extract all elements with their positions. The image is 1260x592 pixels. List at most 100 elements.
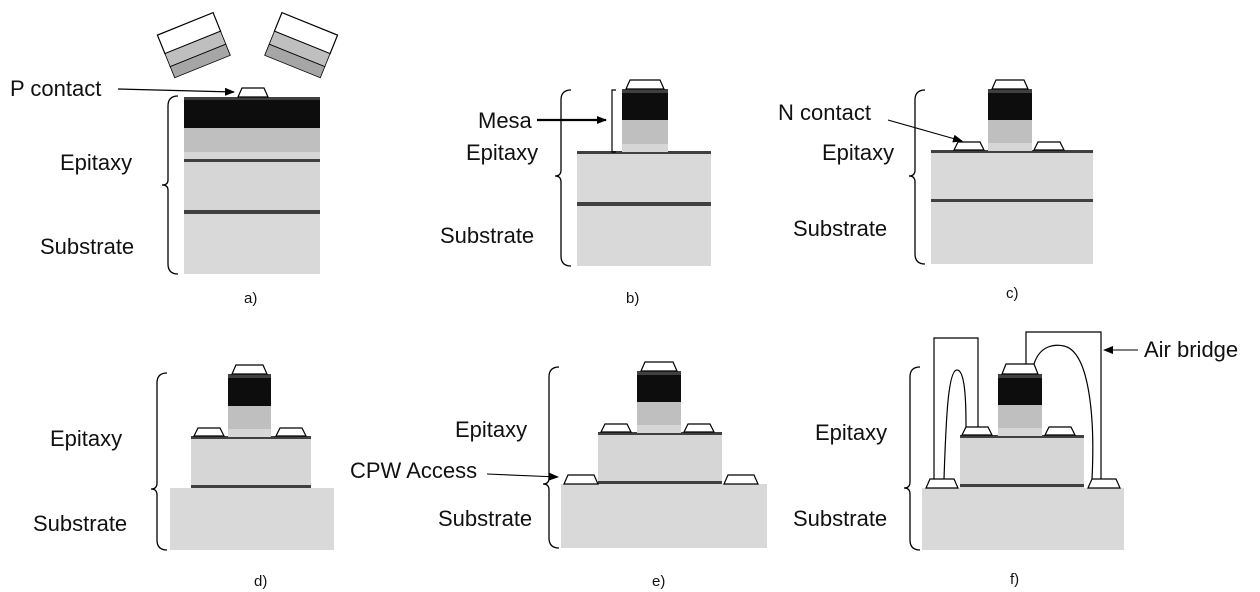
mesa-active — [622, 92, 668, 120]
mesa-epitaxy — [622, 120, 668, 144]
layer-line — [931, 199, 1093, 202]
substrate-layer — [561, 484, 767, 548]
air-bridge — [933, 337, 979, 479]
panel-e: CPW Access Epitaxy Substrate e) — [350, 361, 767, 590]
evaporation-source-icon — [264, 11, 339, 79]
air-bridge — [1033, 344, 1094, 480]
epitaxy-label: Epitaxy — [822, 140, 894, 165]
n-contact — [953, 141, 985, 151]
layer-line — [184, 97, 320, 100]
substrate-label: Substrate — [33, 511, 127, 536]
epitaxy-base — [960, 436, 1084, 488]
substrate-layer — [922, 488, 1124, 550]
panel-f: Air bridge Epitaxy Substrate f) — [793, 331, 1238, 588]
cpw-pad — [563, 474, 599, 485]
layer-line — [622, 89, 668, 93]
brace-icon — [908, 89, 926, 265]
panel-a: P contact Epitaxy Substrate a) — [10, 11, 339, 307]
layer-line — [577, 151, 711, 154]
substrate-label: Substrate — [40, 234, 134, 259]
p-contact-label: P contact — [10, 76, 101, 101]
p-contact — [625, 79, 665, 90]
brace-icon — [542, 366, 560, 549]
substrate-label: Substrate — [440, 223, 534, 248]
epitaxy-label: Epitaxy — [50, 426, 122, 451]
layer-line — [577, 202, 711, 206]
p-contact — [991, 79, 1029, 90]
layer-line — [184, 210, 320, 214]
layer-line — [931, 150, 1093, 153]
layer-line — [184, 159, 320, 162]
brace-icon — [150, 372, 168, 551]
layer-line — [998, 374, 1042, 378]
cpw-pad — [925, 478, 959, 489]
layer-line — [988, 89, 1032, 93]
panel-caption: f) — [1010, 571, 1019, 588]
cpw-access-label: CPW Access — [350, 458, 477, 483]
mesa-epitaxy — [998, 428, 1042, 436]
layer-line — [598, 481, 722, 484]
panel-c: N contact Epitaxy Substrate c) — [778, 79, 1093, 302]
mesa-epitaxy — [637, 402, 681, 425]
arrow-icon — [486, 472, 559, 481]
evaporation-source-icon — [156, 11, 231, 79]
panel-d: Epitaxy Substrate d) — [33, 364, 334, 590]
cpw-pad — [1087, 478, 1121, 489]
brace-icon — [903, 366, 921, 551]
panel-caption: d) — [254, 573, 267, 590]
substrate-label: Substrate — [793, 216, 887, 241]
panel-caption: e) — [652, 573, 665, 590]
n-contact — [683, 423, 715, 433]
mesa-active — [998, 377, 1042, 405]
n-contact — [1044, 426, 1076, 436]
epitaxy-label: Epitaxy — [60, 150, 132, 175]
mesa-active — [637, 374, 681, 402]
n-contact — [600, 423, 632, 433]
layer-line — [960, 484, 1084, 487]
substrate-layer — [170, 488, 334, 550]
mesa-active — [988, 92, 1032, 120]
mesa-epitaxy — [988, 143, 1032, 151]
mesa-label: Mesa — [478, 108, 533, 133]
n-contact — [1033, 141, 1065, 151]
panel-caption: b) — [626, 290, 639, 307]
layer-line — [598, 432, 722, 435]
n-contact — [961, 426, 993, 436]
layer-line — [191, 436, 311, 439]
epitaxy-base — [191, 437, 311, 488]
brace-icon — [554, 89, 572, 267]
substrate-label: Substrate — [793, 506, 887, 531]
cpw-pad — [723, 474, 759, 485]
substrate-layer — [184, 212, 320, 274]
substrate-layer — [931, 152, 1093, 264]
brace-icon — [611, 89, 616, 153]
epitaxy-base — [598, 433, 722, 484]
mesa-epitaxy — [228, 406, 271, 429]
arrow-icon — [117, 87, 235, 96]
mesa-epitaxy — [622, 144, 668, 152]
mesa-epitaxy — [998, 405, 1042, 428]
substrate-layer — [577, 152, 711, 266]
n-contact-label: N contact — [778, 100, 871, 125]
air-bridge-label: Air bridge — [1144, 337, 1238, 362]
panel-caption: a) — [244, 290, 257, 307]
mesa-active — [228, 377, 271, 406]
panel-b: Mesa Epitaxy Substrate b) — [440, 79, 711, 307]
p-contact — [1001, 363, 1039, 375]
active-layer — [184, 98, 320, 128]
n-contact — [193, 427, 225, 437]
layer-line — [191, 485, 311, 488]
n-contact — [275, 427, 307, 437]
air-bridge — [1025, 331, 1102, 479]
brace-icon — [161, 95, 179, 275]
mesa-epitaxy — [228, 429, 271, 437]
epitaxy-label: Epitaxy — [455, 417, 527, 442]
layer-line — [228, 374, 271, 378]
p-contact — [231, 364, 268, 375]
layer-line — [637, 371, 681, 375]
mesa-epitaxy — [988, 120, 1032, 143]
air-bridge — [943, 369, 967, 480]
epitaxy-label: Epitaxy — [815, 420, 887, 445]
p-contact — [237, 87, 269, 98]
